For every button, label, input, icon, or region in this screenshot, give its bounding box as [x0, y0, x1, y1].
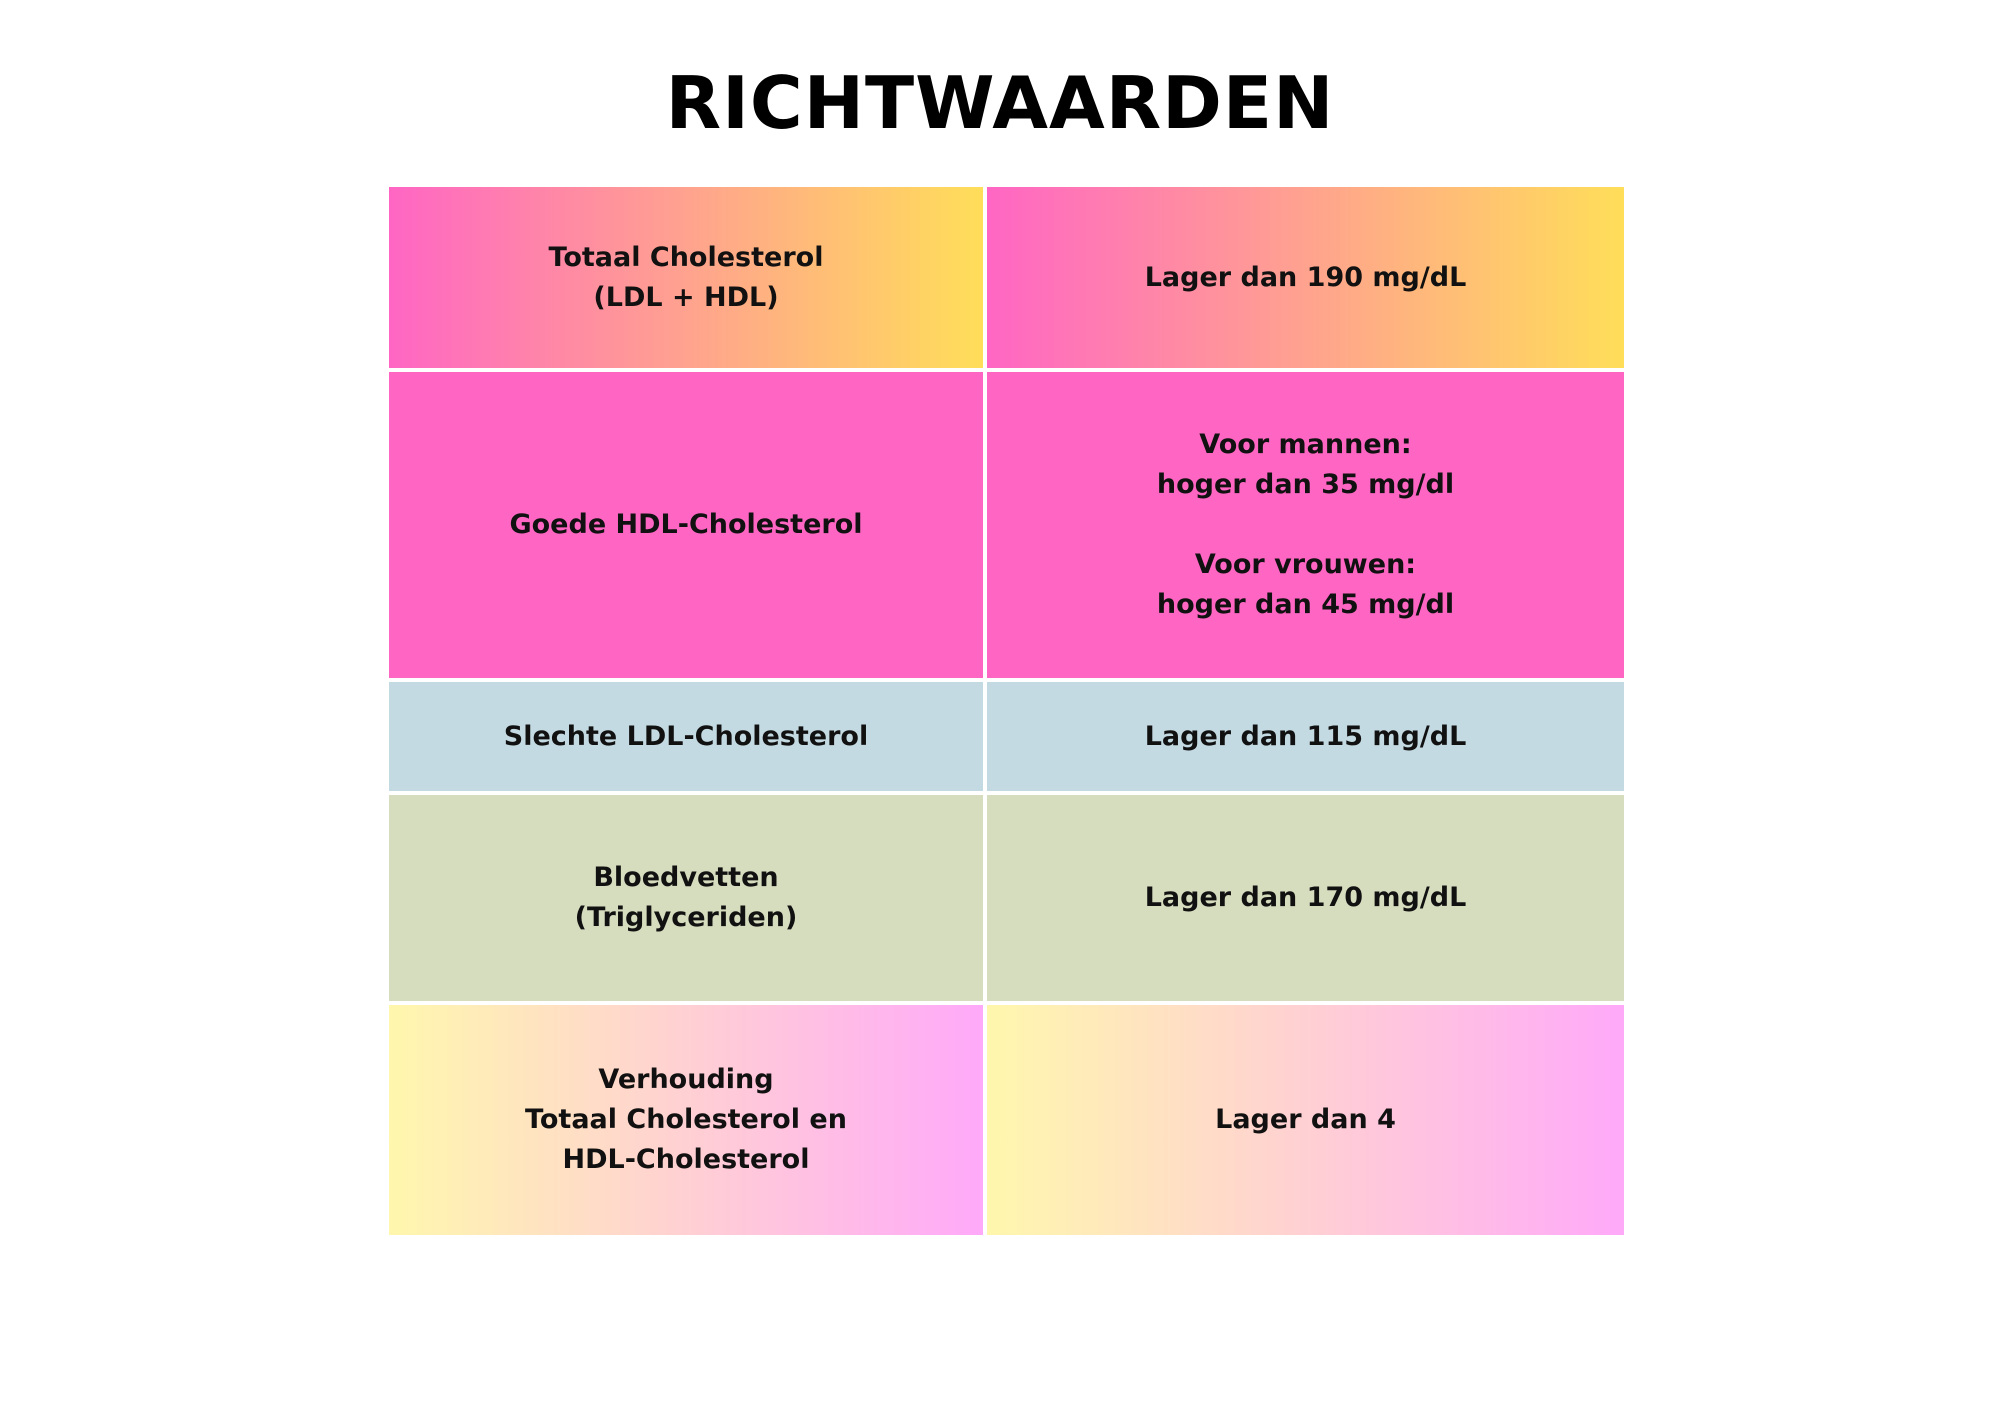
- table-cell-value: Lager dan 4: [987, 1005, 1624, 1235]
- row-value: Lager dan 115 mg/dL: [1144, 720, 1467, 752]
- row-value: Lager dan 4: [1215, 1104, 1396, 1135]
- page-title: RICHTWAARDEN: [665, 61, 1335, 145]
- reference-values-table: Totaal Cholesterol (LDL + HDL) Lager dan…: [389, 187, 1624, 1235]
- row-value: Lager dan 170 mg/dL: [1144, 882, 1467, 913]
- row-label: Slechte LDL-Cholesterol: [503, 720, 869, 752]
- table-cell-label: Bloedvetten (Triglyceriden): [389, 795, 983, 1001]
- row-label: Bloedvetten (Triglyceriden): [574, 862, 798, 933]
- table-cell-value: Lager dan 115 mg/dL: [987, 682, 1624, 791]
- table-cell-label: Verhouding Totaal Cholesterol en HDL-Cho…: [389, 1005, 983, 1235]
- table-cell-label: Goede HDL-Cholesterol: [389, 372, 983, 678]
- table-cell-value: Voor mannen: hoger dan 35 mg/dl Voor vro…: [987, 372, 1624, 678]
- row-label: Verhouding Totaal Cholesterol en HDL-Cho…: [525, 1064, 847, 1175]
- row-value: Lager dan 190 mg/dL: [1144, 261, 1467, 293]
- table-cell-value: Lager dan 170 mg/dL: [987, 795, 1624, 1001]
- row-label: Goede HDL-Cholesterol: [509, 509, 863, 540]
- table-cell-value: Lager dan 190 mg/dL: [987, 187, 1624, 368]
- row-value: Voor mannen: hoger dan 35 mg/dl Voor vro…: [1156, 429, 1455, 620]
- row-label: Totaal Cholesterol (LDL + HDL): [548, 241, 824, 313]
- table-cell-label: Totaal Cholesterol (LDL + HDL): [389, 187, 983, 368]
- table-cell-label: Slechte LDL-Cholesterol: [389, 682, 983, 791]
